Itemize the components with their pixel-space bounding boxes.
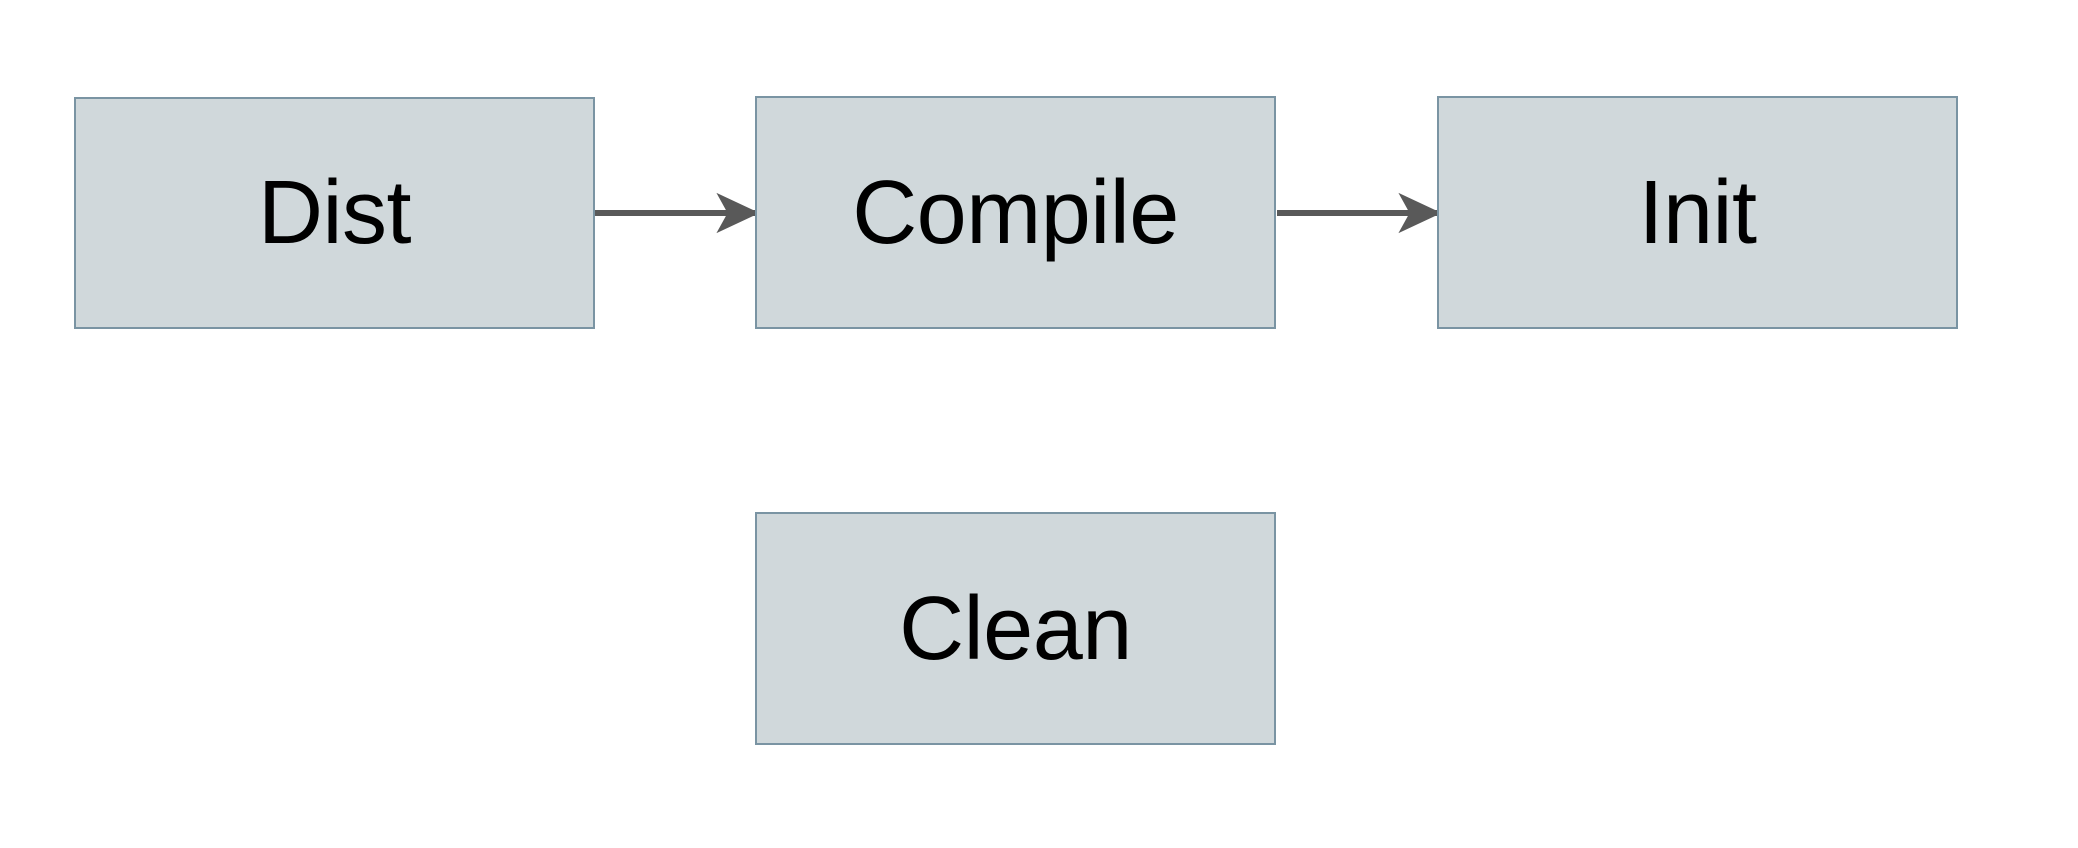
node-label-dist: Dist [258,163,412,263]
edge-hitbox-compile-to-init[interactable] [1277,196,1438,230]
node-dist[interactable]: Dist [74,97,595,329]
node-clean[interactable]: Clean [755,512,1276,745]
node-compile[interactable]: Compile [755,96,1276,329]
node-label-clean: Clean [899,578,1132,679]
node-init[interactable]: Init [1437,96,1958,329]
node-label-compile: Compile [852,162,1179,263]
edge-hitbox-dist-to-compile[interactable] [595,196,756,230]
node-label-init: Init [1638,162,1757,263]
